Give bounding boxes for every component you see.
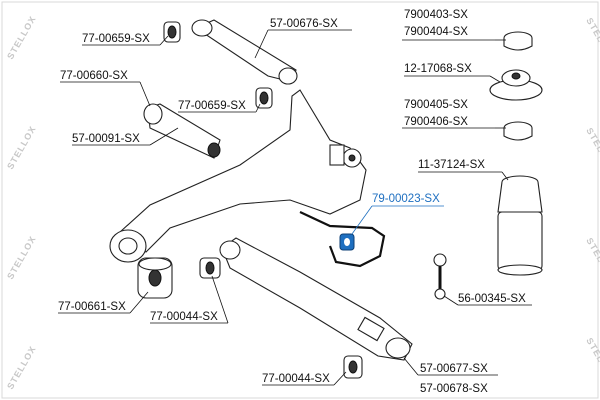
label-57-00091: 57-00091-SX: [72, 133, 140, 145]
bushing-lower-left: [199, 257, 221, 279]
label-7900404: 7900404-SX: [404, 26, 468, 38]
label-56-00345: 56-00345-SX: [458, 293, 526, 305]
label-12-17068: 12-17068-SX: [404, 63, 472, 75]
label-57-00676: 57-00676-SX: [270, 18, 338, 30]
label-77-00044-bottom: 77-00044-SX: [262, 373, 330, 385]
bump-stop-bottom: [503, 121, 533, 141]
watermark-left-4: STELLOX: [5, 344, 38, 391]
stabilizer-bar: [299, 211, 386, 268]
label-57-00677: 57-00677-SX: [420, 363, 488, 375]
strut-mount: [489, 69, 543, 101]
large-bushing: [137, 257, 173, 299]
bushing-bottom: [343, 355, 363, 379]
label-77-00661: 77-00661-SX: [58, 301, 126, 313]
bushing-top: [163, 21, 181, 43]
watermark-left-3: STELLOX: [5, 234, 38, 281]
watermark-left-1: STELLOX: [5, 14, 38, 61]
leader-lines: [58, 29, 532, 386]
dust-boot: [497, 175, 543, 276]
trailing-link: [143, 103, 221, 159]
stabilizer-link: [433, 253, 447, 300]
label-77-00660: 77-00660-SX: [60, 70, 128, 82]
part-labels: 77-00659-SX 57-00676-SX 77-00660-SX 77-0…: [58, 9, 526, 395]
stabilizer-bushing: [339, 233, 355, 251]
bump-stop-top: [503, 31, 533, 51]
upper-arm: [191, 19, 298, 85]
label-11-37124: 11-37124-SX: [418, 159, 485, 171]
label-7900405: 7900405-SX: [404, 99, 468, 111]
label-57-00678: 57-00678-SX: [420, 383, 488, 395]
label-77-00044-left: 77-00044-SX: [150, 311, 218, 323]
label-7900403: 7900403-SX: [404, 9, 468, 21]
lower-arm: [219, 237, 413, 361]
label-79-00023: 79-00023-SX: [372, 193, 440, 205]
label-77-00659-top: 77-00659-SX: [82, 33, 150, 45]
trailing-arm: [109, 89, 367, 263]
watermark-left-2: STELLOX: [5, 124, 38, 171]
bushing-middle: [255, 87, 273, 109]
label-77-00659-middle: 77-00659-SX: [178, 100, 246, 112]
label-7900406: 7900406-SX: [404, 116, 468, 128]
